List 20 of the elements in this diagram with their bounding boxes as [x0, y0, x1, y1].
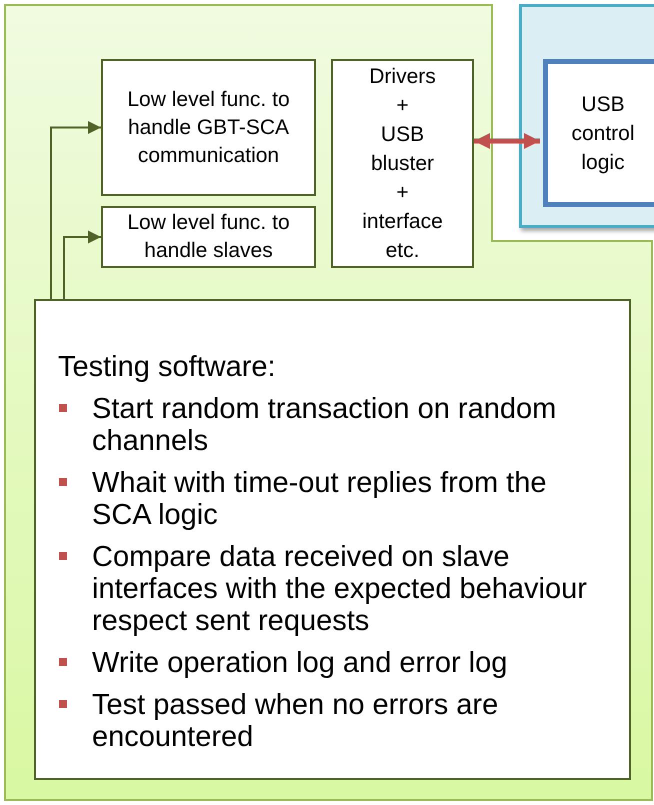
bullet-text: Start random transaction on random channels — [92, 393, 558, 457]
node-label: Low level func. to handle slaves — [126, 210, 291, 264]
software-box — [34, 299, 631, 780]
system-panel — [5, 5, 652, 800]
node-label: Low level func. to handle GBT-SCA communication — [126, 86, 291, 168]
heading-text: Testing software: — [58, 351, 277, 383]
arrow — [50, 121, 101, 299]
driver-box — [331, 59, 474, 268]
node-label: Drivers + USB bluster + interface etc. — [361, 64, 444, 264]
bullet-text: Write operation log and error log — [92, 647, 508, 679]
arrow — [474, 133, 540, 149]
logic-box — [543, 59, 654, 207]
function-box — [101, 59, 316, 196]
bullet-text: Test passed when no errors are encountered — [92, 689, 500, 753]
bullet-text: Whait with time-out replies from the SCA logic — [92, 467, 548, 531]
bullet-text: Compare data received on slave interfaces with the expected behaviour respect sent requests — [92, 541, 588, 637]
function-box — [101, 206, 316, 268]
hardware-panel — [519, 4, 654, 228]
arrow — [63, 230, 101, 299]
node-label: USB control logic — [570, 92, 636, 176]
